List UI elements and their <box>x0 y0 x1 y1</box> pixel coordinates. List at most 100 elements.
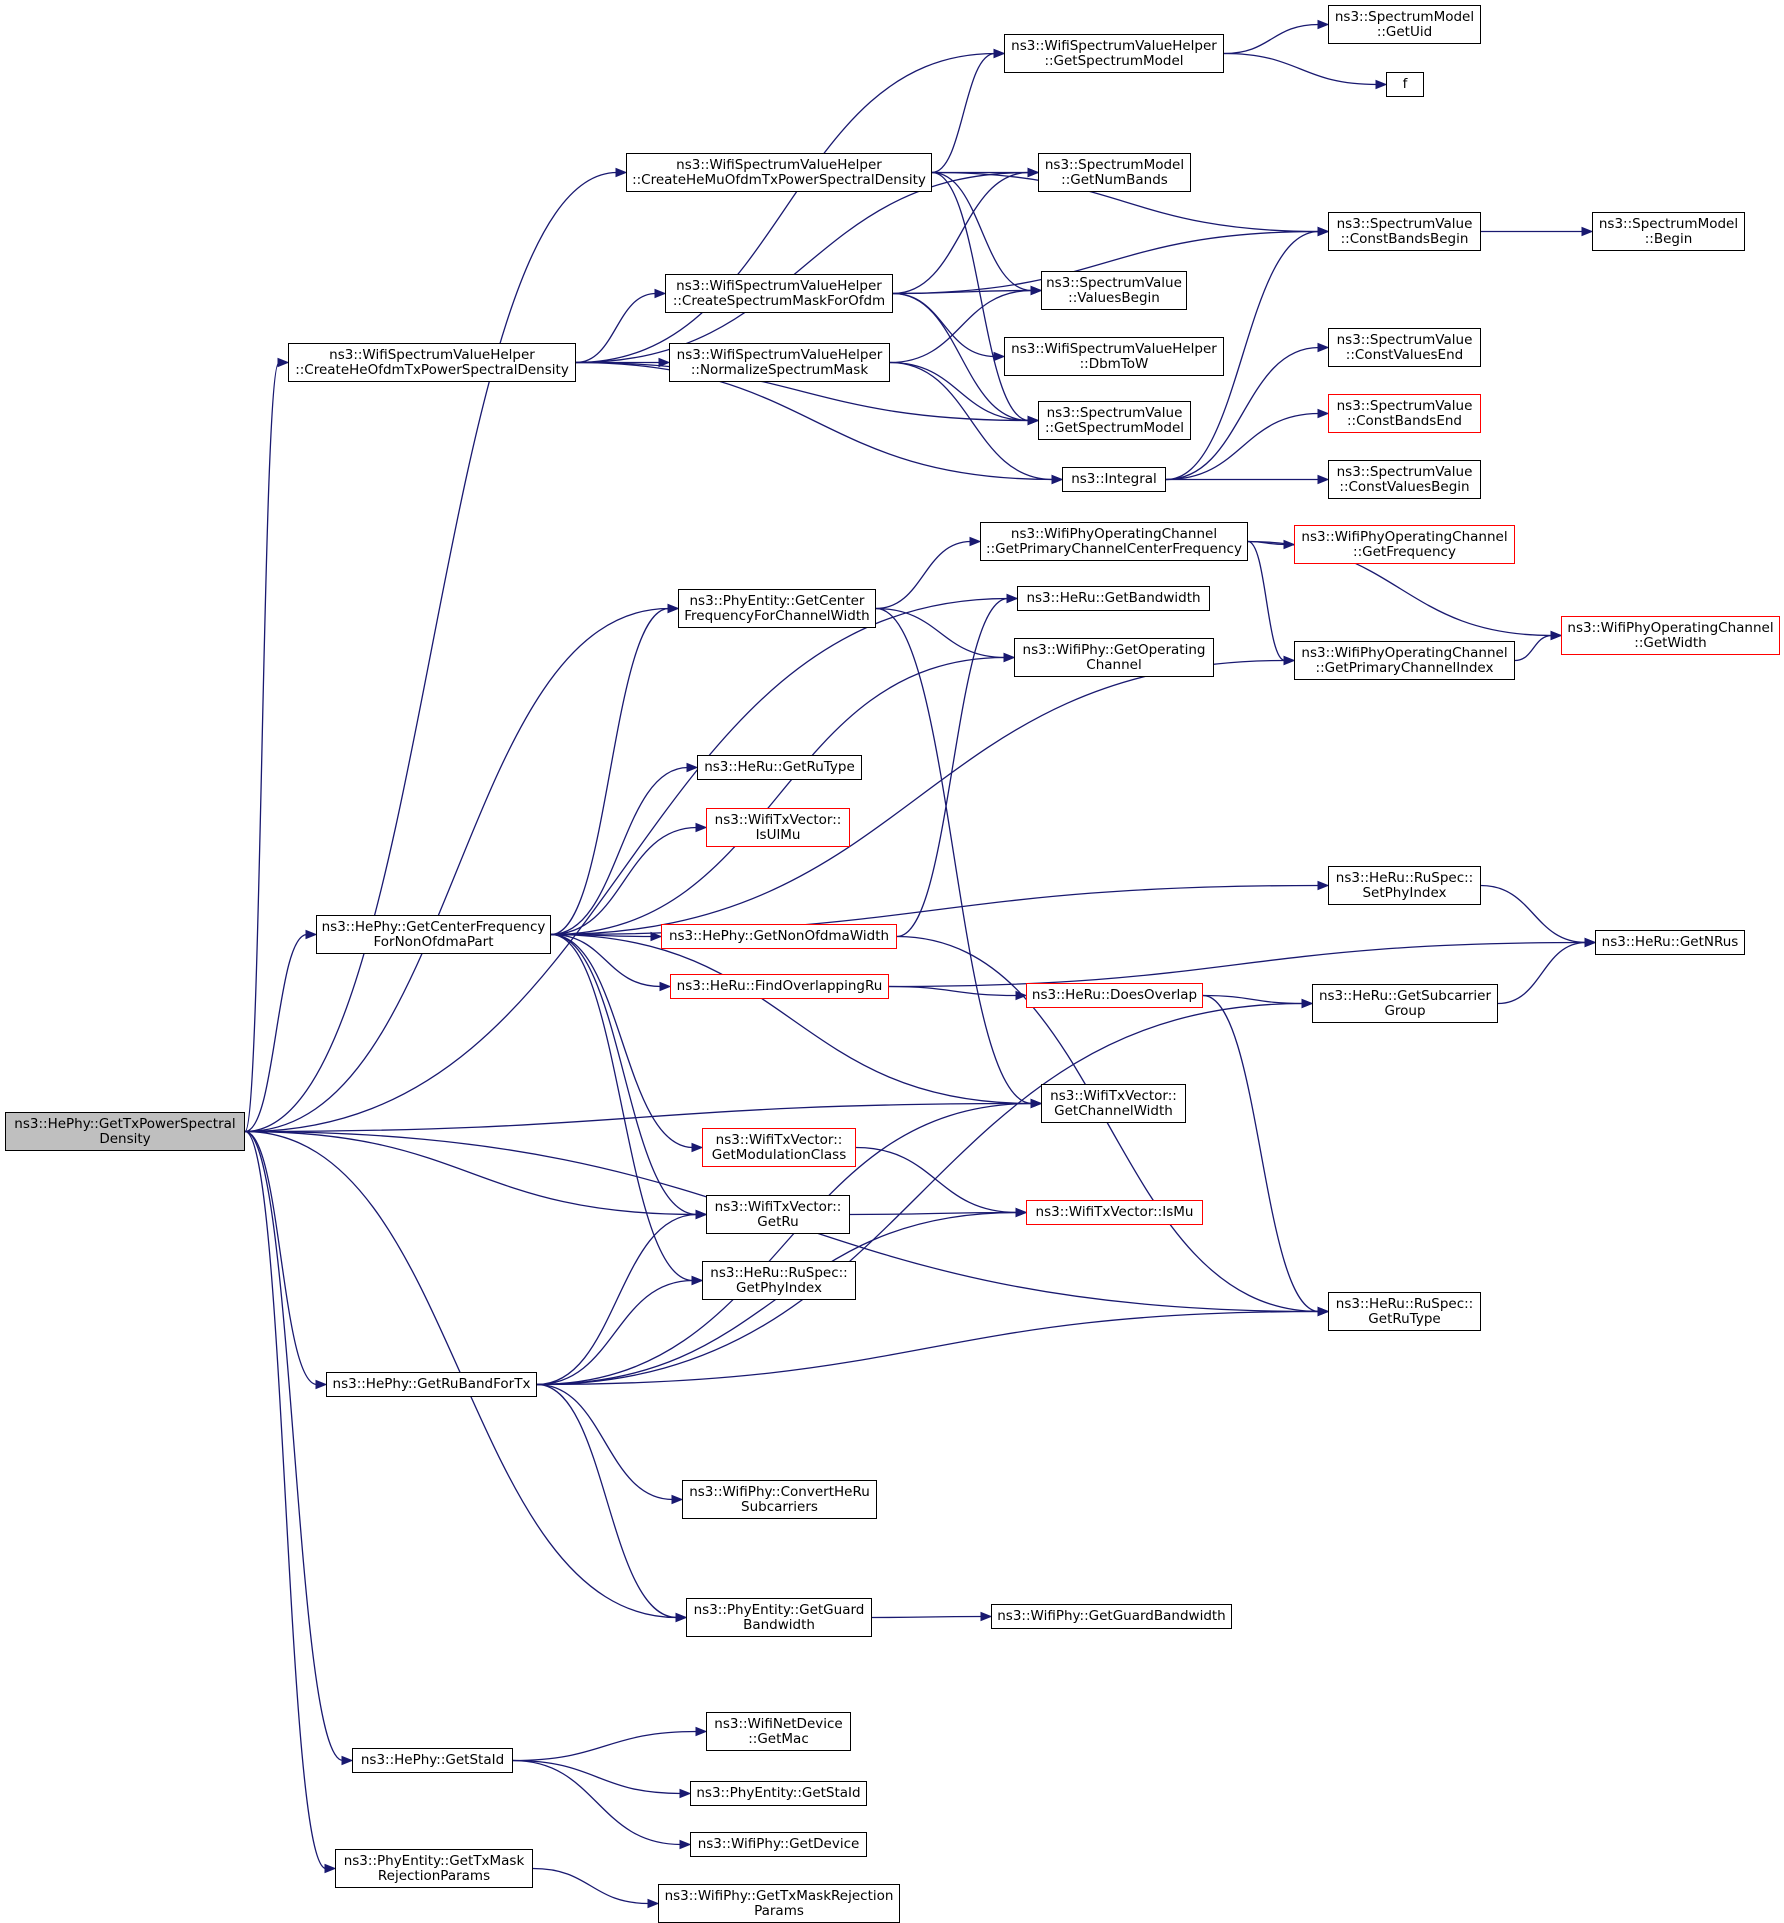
edge-arrowhead <box>1301 998 1314 1009</box>
node-createMask[interactable]: ns3::WifiSpectrumValueHelper::CreateSpec… <box>665 274 893 313</box>
node-label-line: ns3::SpectrumModel <box>1598 215 1739 232</box>
node-label-line: ns3::SpectrumValue <box>1336 463 1473 480</box>
node-label-line: ns3::WifiPhy::ConvertHeRu <box>689 1483 870 1500</box>
node-label-line: ns3::HeRu::GetRuType <box>704 759 855 775</box>
edge-getCenterFreqNonOfdma-to-getOperatingChannel <box>550 656 1006 936</box>
node-setPhyIndex[interactable]: ns3::HeRu::RuSpec::SetPhyIndex <box>1328 866 1481 905</box>
node-svGetSpectrumModel[interactable]: ns3::SpectrumValue::GetSpectrumModel <box>1038 401 1191 440</box>
node-getStaId[interactable]: ns3::HePhy::GetStaId <box>352 1748 513 1773</box>
edge-arrowhead <box>341 1755 354 1766</box>
node-constBandsEnd[interactable]: ns3::SpectrumValue::ConstBandsEnd <box>1328 394 1481 433</box>
node-getModulationClass[interactable]: ns3::WifiTxVector::GetModulationClass <box>702 1128 856 1167</box>
node-valuesBegin[interactable]: ns3::SpectrumValue::ValuesBegin <box>1041 271 1187 310</box>
edge-arrowhead <box>1030 285 1043 296</box>
edge-arrowhead <box>993 48 1006 59</box>
edge-getNonOfdmaWidth-to-ruSpecGetRuType <box>896 935 1320 1313</box>
node-normalizeMask[interactable]: ns3::WifiSpectrumValueHelper::NormalizeS… <box>669 343 890 382</box>
node-label-line: ns3::HeRu::GetBandwidth <box>1026 590 1201 606</box>
node-createHeMu[interactable]: ns3::WifiSpectrumValueHelper::CreateHeMu… <box>626 153 932 192</box>
node-label-line: ::CreateHeOfdmTxPowerSpectralDensity <box>295 361 569 378</box>
node-isMu[interactable]: ns3::WifiTxVector::IsMu <box>1026 1200 1203 1225</box>
node-txGetChannelWidth[interactable]: ns3::WifiTxVector::GetChannelWidth <box>1041 1084 1186 1123</box>
node-label-line: ::GetMac <box>748 1730 809 1747</box>
node-ruSpecGetRuType[interactable]: ns3::HeRu::RuSpec::GetRuType <box>1328 1292 1481 1331</box>
edge-arrowhead <box>671 1494 684 1505</box>
edge-arrowhead <box>1317 342 1330 353</box>
node-getGuardBandwidth[interactable]: ns3::WifiPhy::GetGuardBandwidth <box>991 1604 1232 1629</box>
edge-arrowhead <box>650 931 663 942</box>
node-label-line: ::ConstValuesEnd <box>1345 346 1464 363</box>
node-label-line: ns3::SpectrumValue <box>1336 397 1473 414</box>
node-getNumBands[interactable]: ns3::SpectrumModel::GetNumBands <box>1038 153 1191 192</box>
node-findOverlappingRu[interactable]: ns3::HeRu::FindOverlappingRu <box>670 974 889 999</box>
edge-root-to-txGetChannelWidth <box>244 1102 1033 1133</box>
edge-arrowhead <box>1584 937 1597 948</box>
node-getMac[interactable]: ns3::WifiNetDevice::GetMac <box>706 1712 851 1751</box>
node-label-line: FrequencyForChannelWidth <box>684 607 870 624</box>
edge-arrowhead <box>658 357 671 368</box>
node-doesOverlap[interactable]: ns3::HeRu::DoesOverlap <box>1026 983 1203 1008</box>
node-dbmToW[interactable]: ns3::WifiSpectrumValueHelper::DbmToW <box>1004 337 1224 376</box>
edge-createMask-to-constBandsBegin <box>892 230 1320 295</box>
node-ruSpecGetPhyIndex[interactable]: ns3::HeRu::RuSpec::GetPhyIndex <box>702 1261 856 1300</box>
node-label-line: ns3::WifiTxVector::IsMu <box>1035 1204 1194 1220</box>
edge-arrowhead <box>1317 880 1330 891</box>
edge-getTxMaskRejection-to-wifiPhyTxMaskRejection <box>532 1867 650 1905</box>
edge-arrowhead <box>969 536 982 547</box>
node-label-line: ns3::SpectrumValue <box>1046 404 1183 421</box>
node-getNonOfdmaWidth[interactable]: ns3::HePhy::GetNonOfdmaWidth <box>661 924 897 949</box>
node-label-line: GetRu <box>757 1213 799 1230</box>
node-constValuesBegin[interactable]: ns3::SpectrumValue::ConstValuesBegin <box>1328 460 1481 499</box>
node-getRuBandForTx[interactable]: ns3::HePhy::GetRuBandForTx <box>326 1372 537 1397</box>
node-label-line: ns3::HeRu::DoesOverlap <box>1031 987 1198 1003</box>
node-opGetWidth[interactable]: ns3::WifiPhyOperatingChannel::GetWidth <box>1561 616 1780 655</box>
edge-arrowhead <box>667 603 680 614</box>
node-label-line: ns3::HeRu::RuSpec:: <box>1335 869 1474 886</box>
edge-getStaId-to-getMac <box>512 1730 698 1762</box>
node-getUid[interactable]: ns3::SpectrumModel::GetUid <box>1328 5 1481 44</box>
edge-getModulationClass-to-isMu <box>855 1146 1018 1214</box>
node-label-line: ns3::WifiPhy::GetOperating <box>1022 641 1206 658</box>
edge-arrowhead <box>695 822 708 833</box>
node-heRuGetBandwidth[interactable]: ns3::HeRu::GetBandwidth <box>1017 586 1210 611</box>
node-label-line: ::Begin <box>1644 230 1693 247</box>
node-getNRus[interactable]: ns3::HeRu::GetNRus <box>1595 930 1745 955</box>
edge-arrowhead <box>615 167 628 178</box>
node-smBegin[interactable]: ns3::SpectrumModel::Begin <box>1592 212 1745 251</box>
edge-createHeOfdm-to-svGetSpectrumModel <box>575 361 1030 422</box>
node-integral[interactable]: ns3::Integral <box>1062 467 1166 492</box>
node-createHeOfdm[interactable]: ns3::WifiSpectrumValueHelper::CreateHeOf… <box>288 343 576 382</box>
edge-createHeOfdm-to-getSpectrumModelHelper <box>575 52 996 364</box>
node-constValuesEnd[interactable]: ns3::SpectrumValue::ConstValuesEnd <box>1328 328 1481 367</box>
node-heRuGetRuType[interactable]: ns3::HeRu::GetRuType <box>697 755 862 780</box>
node-label-line: ::GetNumBands <box>1061 171 1168 188</box>
edge-arrowhead <box>1550 630 1563 641</box>
edge-getRuBandForTx-to-ruSpecGetPhyIndex <box>536 1279 694 1386</box>
node-label-line: ns3::WifiSpectrumValueHelper <box>329 346 535 363</box>
edge-getRuBandForTx-to-convertHeRu <box>536 1383 674 1501</box>
node-isUlMu[interactable]: ns3::WifiTxVector::IsUlMu <box>706 808 850 847</box>
edge-createHeMu-to-getSpectrumModelHelper <box>931 52 996 174</box>
edge-setPhyIndex-to-getNRus <box>1480 884 1587 944</box>
edge-arrowhead <box>1317 19 1330 30</box>
node-primaryCenterFreq[interactable]: ns3::WifiPhyOperatingChannel::GetPrimary… <box>980 522 1248 561</box>
node-opPrimaryIndex[interactable]: ns3::WifiPhyOperatingChannel::GetPrimary… <box>1294 641 1515 680</box>
node-opGetFrequency[interactable]: ns3::WifiPhyOperatingChannel::GetFrequen… <box>1294 525 1515 564</box>
edge-getCenterFreqNonOfdma-to-isUlMu <box>550 826 698 936</box>
node-getSpectrumModelHelper[interactable]: ns3::WifiSpectrumValueHelper::GetSpectru… <box>1004 34 1224 73</box>
node-txGetRu[interactable]: ns3::WifiTxVector::GetRu <box>706 1195 850 1234</box>
node-getDevice[interactable]: ns3::WifiPhy::GetDevice <box>690 1832 867 1857</box>
edge-arrowhead <box>980 1611 993 1622</box>
node-f[interactable]: f <box>1386 72 1424 97</box>
node-constBandsBegin[interactable]: ns3::SpectrumValue::ConstBandsBegin <box>1328 212 1481 251</box>
node-phyEntityGetStaId[interactable]: ns3::PhyEntity::GetStaId <box>690 1781 867 1806</box>
